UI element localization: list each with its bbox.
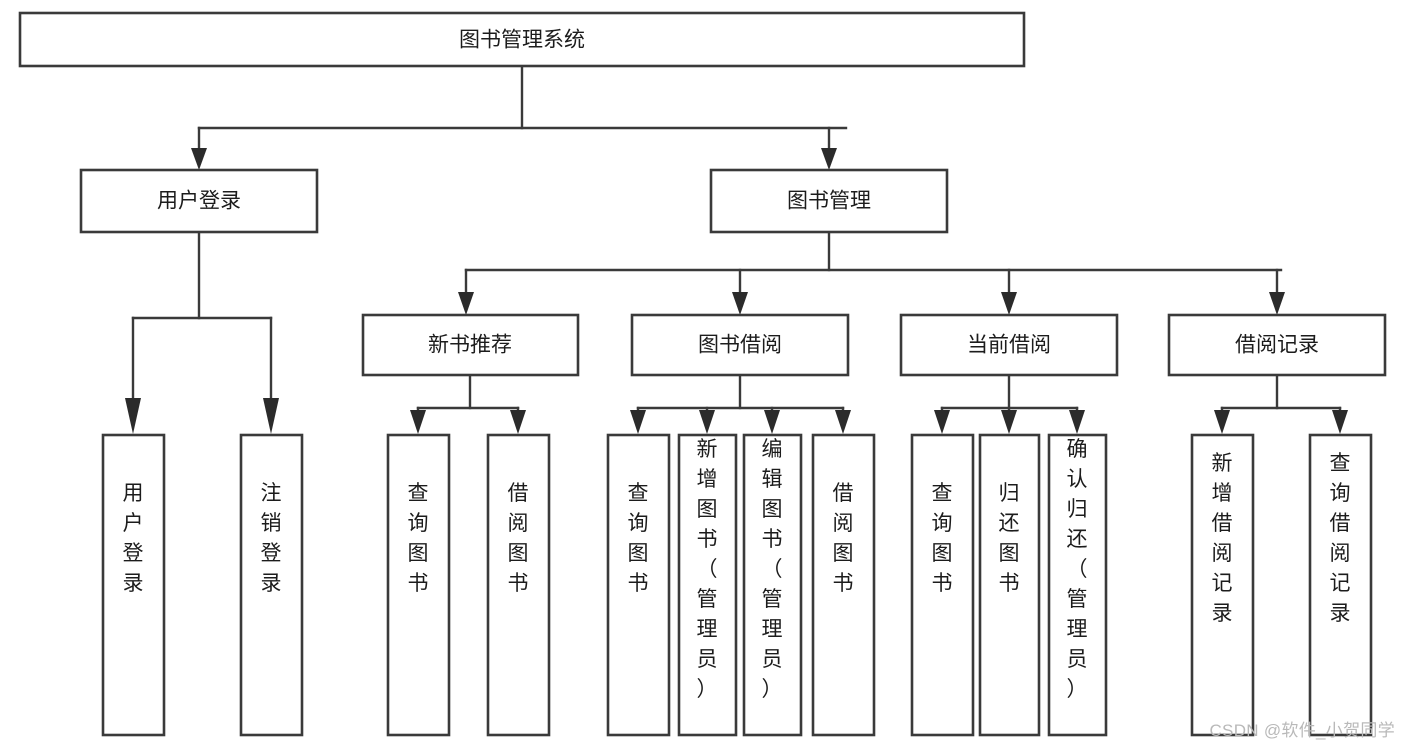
leaf-new-book-query-box[interactable] [386,433,451,737]
leaf-current-borrow-return[interactable]: 归还图书 [978,433,1041,737]
leaf-user-login-login[interactable]: 用户登录 [101,433,166,737]
node-borrow-record[interactable]: 借阅记录 [1167,313,1387,377]
leaf-book-borrow-edit[interactable]: 编辑图书（管理员） [742,433,803,737]
leaf-current-borrow-confirm-label: 确认归还（管理员） [1067,438,1088,701]
leaf-current-borrow-confirm-box[interactable] [1047,433,1108,737]
leaf-user-login-logout-label: 注销登录 [261,482,282,595]
leaf-borrow-record-query[interactable]: 查询借阅记录 [1308,433,1373,737]
leaf-book-borrow-borrow[interactable]: 借阅图书 [811,433,876,737]
node-book-management-label: 图书管理 [787,190,871,213]
leaf-new-book-borrow-label: 借阅图书 [508,482,529,595]
node-current-borrow-box[interactable] [899,313,1119,377]
arrow-current-borrow-l3 [1069,410,1085,434]
csdn-watermark: CSDN @软件_小贺同学 [1209,721,1395,740]
node-new-book-recommend-label: 新书推荐 [428,334,512,357]
node-root[interactable]: 图书管理系统 [18,11,1026,68]
node-borrow-record-label: 借阅记录 [1235,334,1319,357]
leaf-borrow-record-add-label: 新增借阅记录 [1212,452,1233,625]
arrow-new-book-l1 [410,410,426,434]
arrow-book-mgmt-c2 [732,292,748,315]
leaf-book-borrow-borrow-label: 借阅图书 [833,482,854,595]
node-current-borrow[interactable]: 当前借阅 [899,313,1119,377]
arrow-root-to-book-mgmt [821,148,837,170]
leaf-new-book-query-label: 查询图书 [408,482,429,595]
leaf-borrow-record-query-label: 查询借阅记录 [1330,452,1351,625]
arrow-book-borrow-l1 [630,410,646,434]
arrow-book-borrow-l4 [835,410,851,434]
leaf-current-borrow-query-label: 查询图书 [932,482,953,595]
leaf-borrow-record-add-box[interactable] [1190,433,1255,737]
leaf-borrow-record-query-box[interactable] [1308,433,1373,737]
arrow-user-login-l1 [125,398,141,434]
node-user-login[interactable]: 用户登录 [79,168,319,234]
node-user-login-box[interactable] [79,168,319,234]
node-book-borrow-label: 图书借阅 [698,334,782,357]
arrow-borrow-record-l1 [1214,410,1230,434]
arrow-book-mgmt-c1 [458,292,474,315]
leaf-book-borrow-edit-box[interactable] [742,433,803,737]
leaf-book-borrow-edit-label: 编辑图书（管理员） [762,438,783,701]
leaf-new-book-borrow-box[interactable] [486,433,551,737]
leaf-current-borrow-query[interactable]: 查询图书 [910,433,975,737]
arrow-book-borrow-l2 [699,410,715,434]
leaf-user-login-logout[interactable]: 注销登录 [239,433,304,737]
node-borrow-record-box[interactable] [1167,313,1387,377]
node-book-borrow[interactable]: 图书借阅 [630,313,850,377]
arrow-user-login-l2 [263,398,279,434]
node-new-book-recommend[interactable]: 新书推荐 [361,313,580,377]
leaf-borrow-record-add[interactable]: 新增借阅记录 [1190,433,1255,737]
leaf-current-borrow-return-box[interactable] [978,433,1041,737]
node-new-book-recommend-box[interactable] [361,313,580,377]
leaf-current-borrow-confirm[interactable]: 确认归还（管理员） [1047,433,1108,737]
connector-layer [125,64,1348,434]
node-root-label: 图书管理系统 [459,29,585,52]
leaf-new-book-borrow[interactable]: 借阅图书 [486,433,551,737]
node-root-box[interactable] [18,11,1026,68]
leaf-book-borrow-query-label: 查询图书 [628,482,649,595]
leaf-book-borrow-add-box[interactable] [677,433,738,737]
leaf-book-borrow-add[interactable]: 新增图书（管理员） [677,433,738,737]
leaf-book-borrow-query-box[interactable] [606,433,671,737]
leaf-book-borrow-add-label: 新增图书（管理员） [697,438,718,701]
arrow-new-book-l2 [510,410,526,434]
node-book-borrow-box[interactable] [630,313,850,377]
leaf-book-borrow-query[interactable]: 查询图书 [606,433,671,737]
node-book-management-box[interactable] [709,168,949,234]
leaf-user-login-logout-box[interactable] [239,433,304,737]
node-book-management[interactable]: 图书管理 [709,168,949,234]
leaf-current-borrow-query-box[interactable] [910,433,975,737]
node-user-login-label: 用户登录 [157,190,241,213]
arrow-borrow-record-l2 [1332,410,1348,434]
leaf-new-book-query[interactable]: 查询图书 [386,433,451,737]
arrow-current-borrow-l1 [934,410,950,434]
arrow-root-to-user-login [191,148,207,170]
arrow-book-borrow-l3 [764,410,780,434]
arrow-book-mgmt-c4 [1269,292,1285,315]
node-current-borrow-label: 当前借阅 [967,334,1051,357]
arrow-book-mgmt-c3 [1001,292,1017,315]
leaf-book-borrow-borrow-box[interactable] [811,433,876,737]
leaf-user-login-login-box[interactable] [101,433,166,737]
arrow-current-borrow-l2 [1001,410,1017,434]
leaf-user-login-login-label: 用户登录 [123,482,144,595]
leaf-current-borrow-return-label: 归还图书 [999,482,1020,595]
